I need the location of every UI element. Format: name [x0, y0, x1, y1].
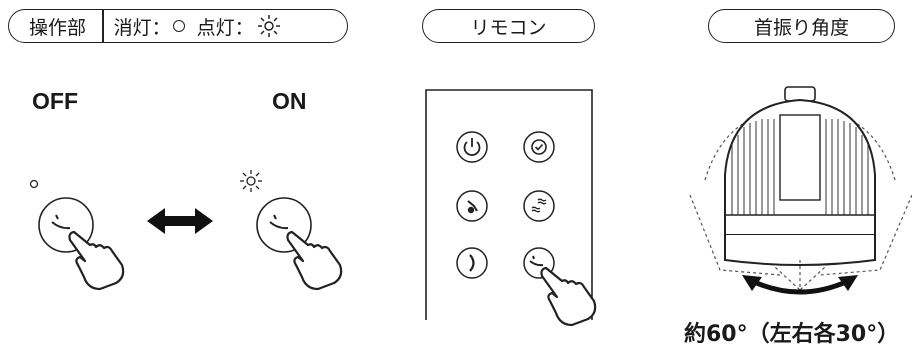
fan-illustration — [689, 86, 912, 295]
off-label: OFF — [32, 88, 78, 114]
timer-button[interactable] — [522, 130, 556, 164]
pointing-hand-icon — [286, 230, 343, 291]
oscillation-title: 首振り角度 — [753, 16, 849, 39]
off-swing-button[interactable] — [30, 185, 180, 295]
on-swing-button[interactable] — [248, 185, 398, 295]
remote-header: リモコン — [422, 9, 595, 43]
legend-on-label: 点灯： — [196, 16, 254, 39]
rhythm-button[interactable] — [455, 189, 489, 223]
off-state-indicator-icon — [29, 179, 39, 189]
toggle-arrow-icon — [147, 208, 213, 234]
on-state-indicator-icon — [240, 170, 262, 192]
oscillation-header: 首振り角度 — [708, 9, 895, 43]
pointing-hand-icon — [68, 230, 125, 291]
remote-title: リモコン — [470, 16, 547, 39]
wind-button[interactable] — [522, 189, 556, 223]
swing-arrow-icon — [750, 278, 850, 295]
remote-swing-button[interactable] — [522, 246, 622, 327]
power-button[interactable] — [455, 130, 489, 164]
legend-off-label: 消灯： — [113, 16, 171, 39]
on-label: ON — [272, 88, 307, 114]
oscillation-caption: 約60°（左右各30°） — [684, 322, 900, 347]
operation-panel-header: 操作部 消灯： 点灯： — [8, 9, 348, 43]
night-button[interactable] — [455, 246, 489, 280]
divider — [102, 10, 104, 42]
pointing-hand-icon — [540, 266, 597, 327]
remote-control — [425, 89, 593, 320]
off-indicator-icon — [172, 20, 185, 32]
on-indicator-icon — [257, 15, 280, 37]
operation-label: 操作部 — [29, 16, 87, 39]
